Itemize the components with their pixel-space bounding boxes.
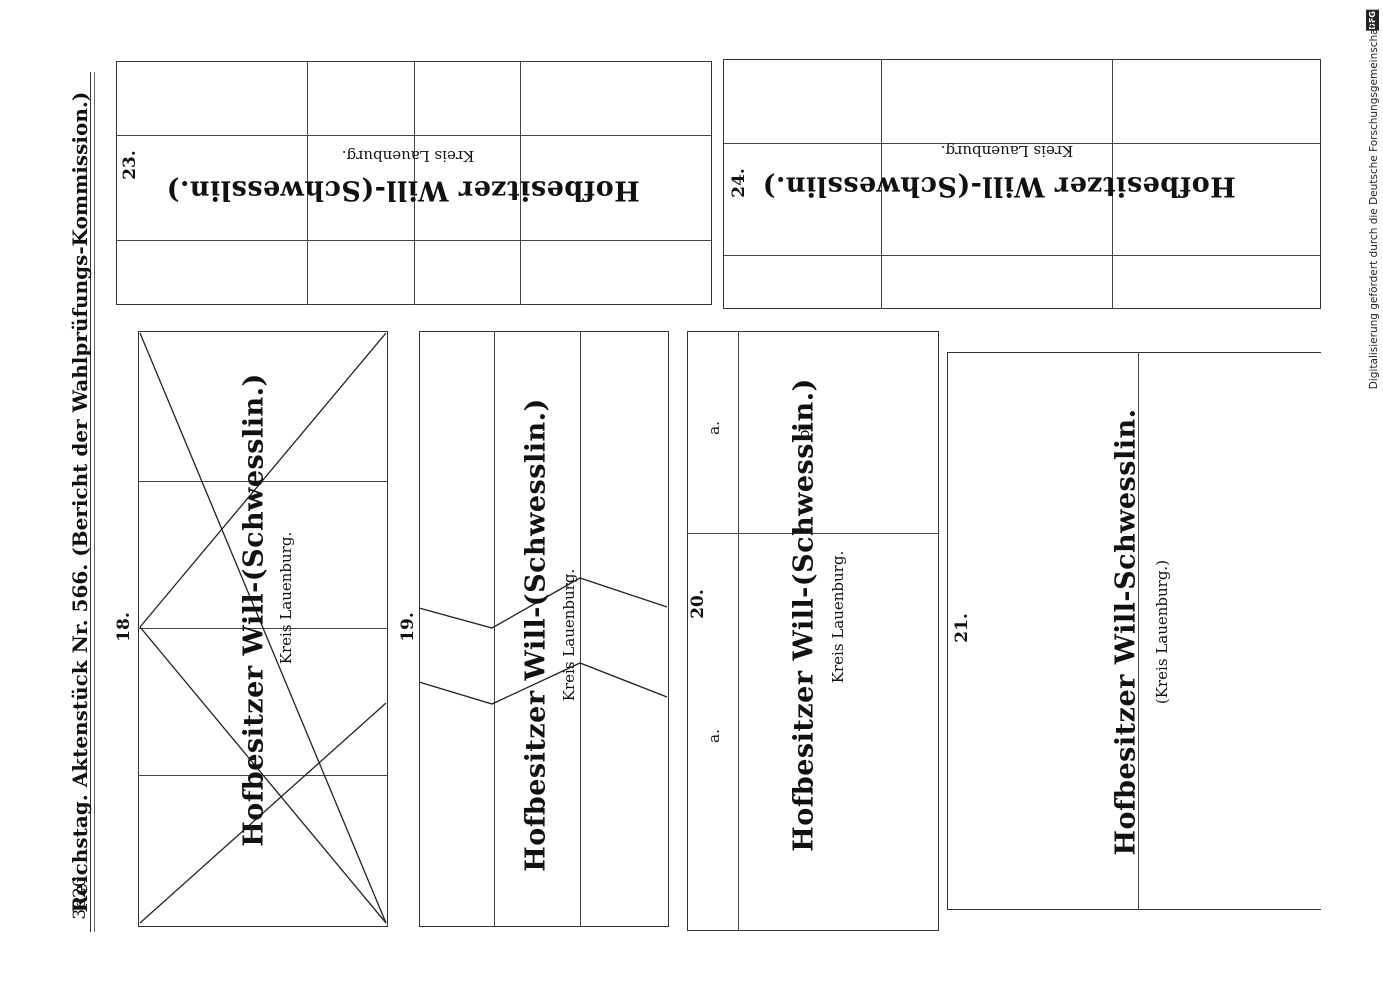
header-rule-inner (94, 72, 95, 932)
ballot-21-fold (1138, 352, 1139, 910)
ballot-24-box (723, 59, 1321, 309)
ballot-23-fold (520, 61, 521, 305)
ballot-24-fold (723, 255, 1321, 256)
ballot-24-fold (881, 59, 882, 309)
ballot-21-box (947, 352, 1321, 910)
digitization-note: Digitalisierung gefördert durch die Deut… (1368, 20, 1380, 390)
ballot-24-name: Hofbesitzer Will-(Schwesslin.) (762, 170, 1236, 202)
ballot-21-district: (Kreis Lauenburg.) (1153, 559, 1171, 705)
ballot-21-number: 21. (952, 613, 972, 643)
ballot-18-name: Hofbesitzer Will-(Schwesslin.) (238, 373, 270, 847)
ballot-20-fold (738, 331, 739, 931)
ballot-23-name: Hofbesitzer Will-(Schwesslin.) (166, 174, 640, 206)
ballot-24-district: Kreis Lauenburg. (940, 142, 1074, 160)
page-header: Reichstag. Aktenstück Nr. 566. (Bericht … (68, 91, 92, 913)
ballot-24-fold (723, 143, 1321, 144)
ballot-21-name: Hofbesitzer Will-Schwesslin. (1110, 408, 1142, 856)
ballot-19-fold (580, 331, 581, 927)
ballot-24-number: 24. (729, 168, 749, 198)
ballot-20-box (687, 331, 939, 931)
ballot-23-fold (414, 61, 415, 305)
ballot-19-number: 19. (398, 612, 418, 642)
ballot-23-number: 23. (120, 150, 140, 180)
ballot-19-name: Hofbesitzer Will-(Schwesslin.) (520, 398, 552, 872)
ballot-19-district: Kreis Lauenburg. (560, 568, 578, 702)
ballot-18-district: Kreis Lauenburg. (277, 531, 295, 665)
ballot-19-box (419, 331, 669, 927)
ballot-18-number: 18. (114, 612, 134, 642)
ballot-20-district: Kreis Lauenburg. (829, 550, 847, 684)
ballot-20-mark-a2: a. (705, 729, 723, 743)
ballot-18-box (138, 331, 388, 927)
ballot-20-number: 20. (688, 589, 708, 619)
ballot-24-fold (1112, 59, 1113, 309)
ballot-23-district: Kreis Lauenburg. (341, 147, 475, 165)
ballot-23-fold (307, 61, 308, 305)
ballot-20-fold (687, 533, 939, 534)
ballot-19-fold (494, 331, 495, 927)
ballot-20-name: Hofbesitzer Will-(Schwesslin.) (788, 378, 820, 852)
header-rule (90, 72, 91, 932)
ballot-20-mark-a: a. (705, 421, 723, 435)
